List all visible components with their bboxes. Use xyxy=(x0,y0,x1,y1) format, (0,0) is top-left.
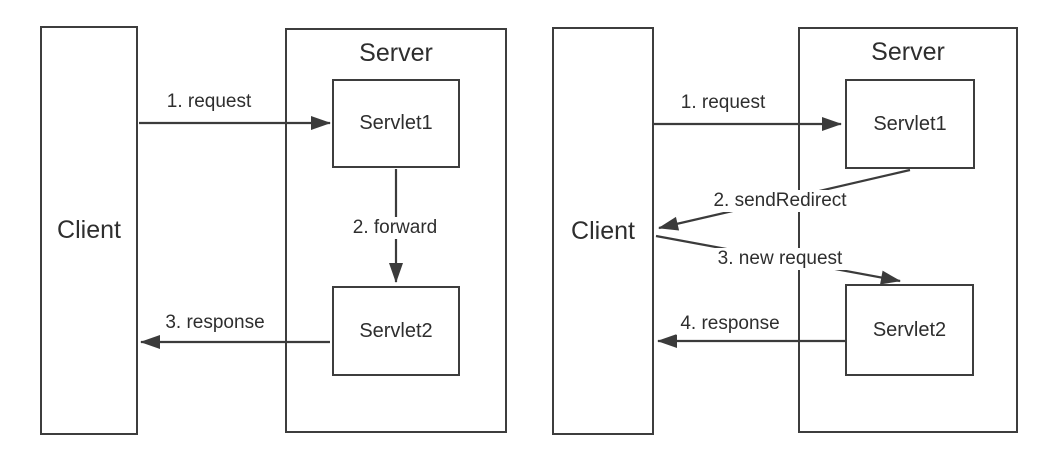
client-label: Client xyxy=(57,216,121,244)
servlet1-label: Servlet1 xyxy=(359,112,433,134)
client-label: Client xyxy=(571,216,635,245)
servlet2-label: Servlet2 xyxy=(359,319,433,342)
servlet1-label: Servlet1 xyxy=(873,112,947,135)
response-arrow-label: 3. response xyxy=(161,312,269,334)
client-box: Client xyxy=(40,26,138,435)
newrequest-arrow-label: 3. new request xyxy=(713,248,847,270)
servlet1-box: Servlet1 xyxy=(332,79,460,168)
request-arrow-label: 1. request xyxy=(162,91,256,113)
server-label: Server xyxy=(871,38,945,66)
servlet1-box: Servlet1 xyxy=(845,79,975,169)
server-label: Server xyxy=(359,39,433,67)
client-box: Client xyxy=(552,27,654,435)
sendredirect-arrow-label: 2. sendRedirect xyxy=(709,190,851,212)
request-arrow-label: 1. request xyxy=(676,92,770,114)
response-arrow-label: 4. response xyxy=(676,313,784,335)
forward-arrow-label: 2. forward xyxy=(348,217,442,239)
servlet2-label: Servlet2 xyxy=(872,318,947,341)
servlet2-box: Servlet2 xyxy=(845,284,974,376)
servlet2-box: Servlet2 xyxy=(332,286,460,376)
